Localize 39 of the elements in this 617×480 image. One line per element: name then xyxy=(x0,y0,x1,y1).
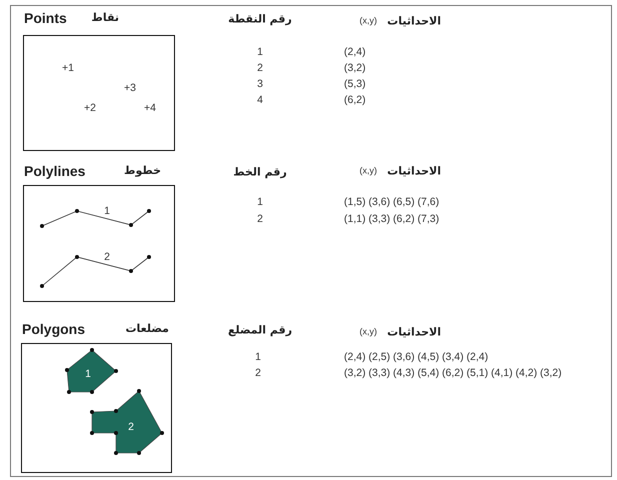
column-header: الاحداثيات xyxy=(387,166,441,176)
heading: Points xyxy=(24,11,67,25)
column-header: (x,y) xyxy=(360,166,377,176)
heading: Polylines xyxy=(24,164,86,178)
table-cell: (6,2) xyxy=(344,94,366,106)
table-cell: 1 xyxy=(257,196,263,208)
heading: خطوط xyxy=(124,165,161,176)
table-cell: (3,2) xyxy=(344,62,366,74)
table-cell: 3 xyxy=(257,78,263,90)
heading: Polygons xyxy=(22,322,86,336)
point-label: +1 xyxy=(62,62,74,74)
point-label: +2 xyxy=(84,102,96,114)
column-header: (x,y) xyxy=(360,328,377,336)
table-cell: 4 xyxy=(257,94,263,106)
heading: نقاط xyxy=(91,12,119,23)
table-cell: (2,4) xyxy=(344,46,366,58)
table-cell: 2 xyxy=(257,62,263,74)
table-cell: 2 xyxy=(255,368,261,378)
column-header: رقم النقطة xyxy=(228,14,292,24)
column-header: الاحداثيات xyxy=(387,326,441,338)
point-label: +3 xyxy=(124,82,136,94)
table-cell: (1,1) (3,3) (6,2) (7,3) xyxy=(344,214,440,224)
table-cell: (3,2) (3,3) (4,3) (5,4) (6,2) (5,1) (4,1) (4,2) (3,2) xyxy=(344,368,562,378)
table-cell: 1 xyxy=(255,352,261,362)
table-cell: 1 xyxy=(257,46,263,58)
shape-label: 1 xyxy=(85,368,91,380)
column-header: (x,y) xyxy=(360,16,377,26)
table-cell: (1,5) (3,6) (6,5) (7,6) xyxy=(344,196,440,208)
point-label: 1 xyxy=(104,206,110,216)
heading: مضلعات xyxy=(125,323,169,334)
column-header: الاحداثيات xyxy=(387,16,441,26)
shape-label: 2 xyxy=(128,422,134,432)
point-label: 2 xyxy=(104,252,110,262)
table-cell: (5,3) xyxy=(344,78,366,90)
point-label: +4 xyxy=(144,102,156,114)
column-header: رقم الخط xyxy=(233,166,287,178)
table-cell: 2 xyxy=(257,214,263,224)
table-cell: (2,4) (2,5) (3,6) (4,5) (3,4) (2,4) xyxy=(344,352,488,362)
column-header: رقم المضلع xyxy=(228,324,292,336)
